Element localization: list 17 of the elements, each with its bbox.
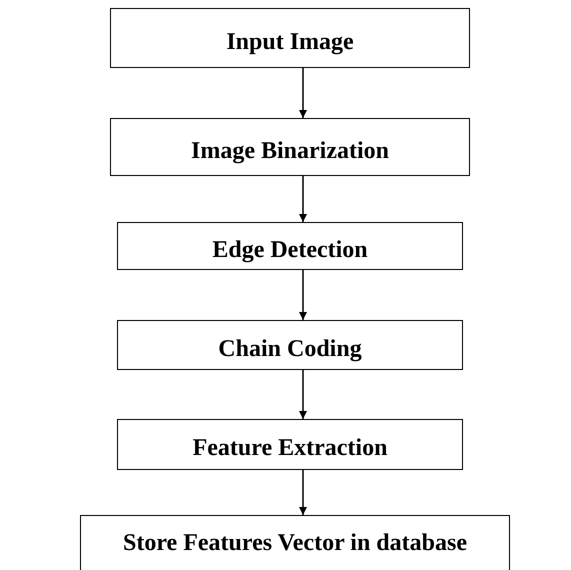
process-box: [80, 515, 510, 570]
arrow: [299, 68, 307, 118]
arrow: [299, 270, 307, 320]
box-label: Chain Coding: [218, 336, 362, 362]
box-label: Edge Detection: [212, 236, 368, 264]
arrow: [299, 470, 307, 515]
process-box: [110, 8, 470, 68]
arrow: [299, 370, 307, 419]
box-label: Image Binarization: [191, 138, 389, 164]
arrow: [299, 176, 307, 222]
process-box: [117, 419, 463, 470]
box-label: Feature Extraction: [192, 435, 388, 462]
process-box: [117, 320, 463, 370]
box-label: Store Features Vector in database: [123, 530, 467, 557]
process-box: [117, 222, 463, 270]
process-box: [110, 118, 470, 176]
box-label: Input Image: [226, 28, 354, 56]
